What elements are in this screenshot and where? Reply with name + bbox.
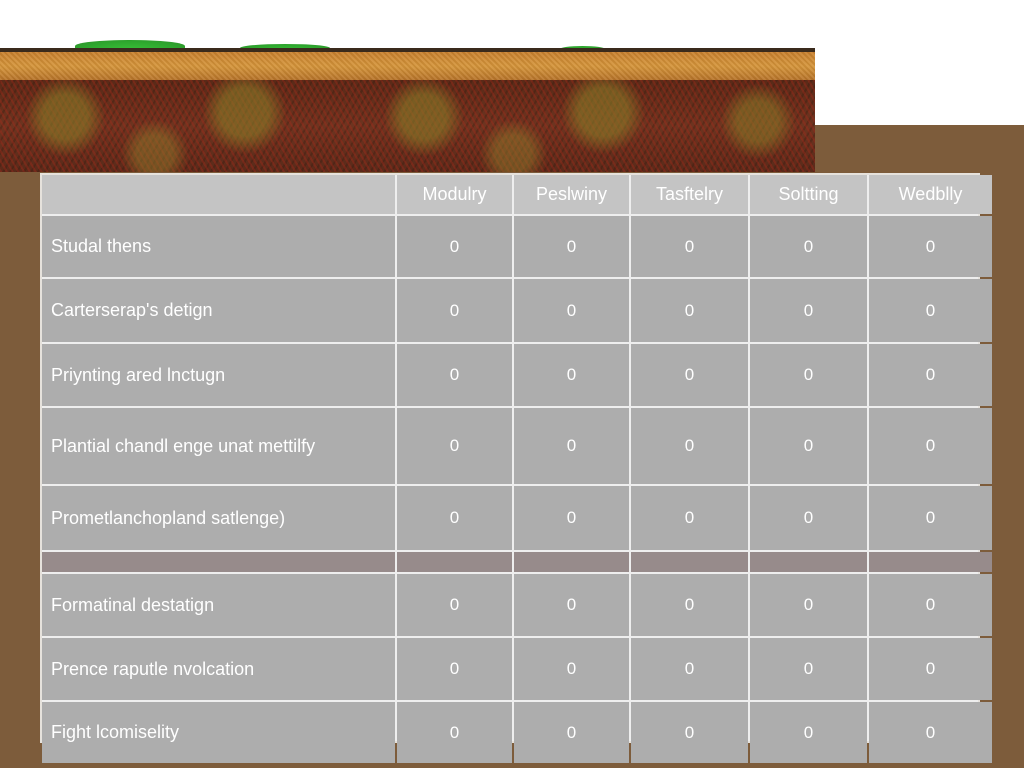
table-cell: 0 — [397, 344, 512, 406]
table-cell: 0 — [750, 344, 867, 406]
data-table: Modulry Peslwiny Tasftelry Soltting Wedb… — [40, 173, 992, 763]
table-cell: 0 — [750, 486, 867, 550]
table-cell: 0 — [631, 408, 748, 484]
table-cell: 0 — [514, 344, 629, 406]
separator-band-cell — [631, 552, 748, 572]
separator-band-cell — [869, 552, 992, 572]
table-cell: 0 — [514, 574, 629, 636]
row-label: Prometlanchopland satlenge) — [42, 486, 395, 550]
table-cell: 0 — [514, 638, 629, 700]
table-cell: 0 — [514, 216, 629, 277]
row-label: Plantial chandl enge unat mettilfy — [42, 408, 395, 484]
table-cell: 0 — [631, 279, 748, 342]
table-cell: 0 — [397, 574, 512, 636]
row-label: Priynting ared lnctugn — [42, 344, 395, 406]
table-cell: 0 — [750, 216, 867, 277]
table-cell: 0 — [631, 486, 748, 550]
table-cell: 0 — [514, 279, 629, 342]
table-cell: 0 — [397, 486, 512, 550]
table-cell: 0 — [750, 638, 867, 700]
table-cell: 0 — [514, 408, 629, 484]
table-cell: 0 — [631, 216, 748, 277]
row-label: Studal thens — [42, 216, 395, 277]
subsoil-layer — [0, 80, 815, 172]
table-cell: 0 — [750, 408, 867, 484]
topsoil-layer — [0, 52, 815, 80]
column-header: Soltting — [750, 175, 867, 214]
soil-surface-line — [0, 48, 815, 54]
column-header: Peslwiny — [514, 175, 629, 214]
row-label: Carterserap's detign — [42, 279, 395, 342]
separator-band-cell — [42, 552, 395, 572]
table-cell: 0 — [750, 279, 867, 342]
table-cell: 0 — [397, 408, 512, 484]
soil-profile-illustration — [0, 40, 815, 172]
table-cell: 0 — [869, 216, 992, 277]
row-label: Formatinal destatign — [42, 574, 395, 636]
table-cell: 0 — [631, 638, 748, 700]
table-header-corner — [42, 175, 395, 214]
table-cell: 0 — [631, 574, 748, 636]
separator-band-cell — [750, 552, 867, 572]
table-cell: 0 — [869, 408, 992, 484]
table-cell: 0 — [397, 638, 512, 700]
table-cell: 0 — [631, 344, 748, 406]
row-label: Prence raputle nvolcation — [42, 638, 395, 700]
table-cell: 0 — [397, 702, 512, 763]
table-cell: 0 — [631, 702, 748, 763]
table-cell: 0 — [514, 486, 629, 550]
column-header: Modulry — [397, 175, 512, 214]
table-cell: 0 — [869, 279, 992, 342]
table-cell: 0 — [869, 574, 992, 636]
separator-band-cell — [514, 552, 629, 572]
separator-band-cell — [397, 552, 512, 572]
table-cell: 0 — [514, 702, 629, 763]
table-cell: 0 — [397, 279, 512, 342]
table-cell: 0 — [869, 486, 992, 550]
column-header: Tasftelry — [631, 175, 748, 214]
column-header: Wedblly — [869, 175, 992, 214]
table-cell: 0 — [869, 344, 992, 406]
row-label: Fight lcomiselity — [42, 702, 395, 763]
table-cell: 0 — [397, 216, 512, 277]
table-cell: 0 — [869, 702, 992, 763]
table-cell: 0 — [750, 574, 867, 636]
table-cell: 0 — [750, 702, 867, 763]
table-cell: 0 — [869, 638, 992, 700]
